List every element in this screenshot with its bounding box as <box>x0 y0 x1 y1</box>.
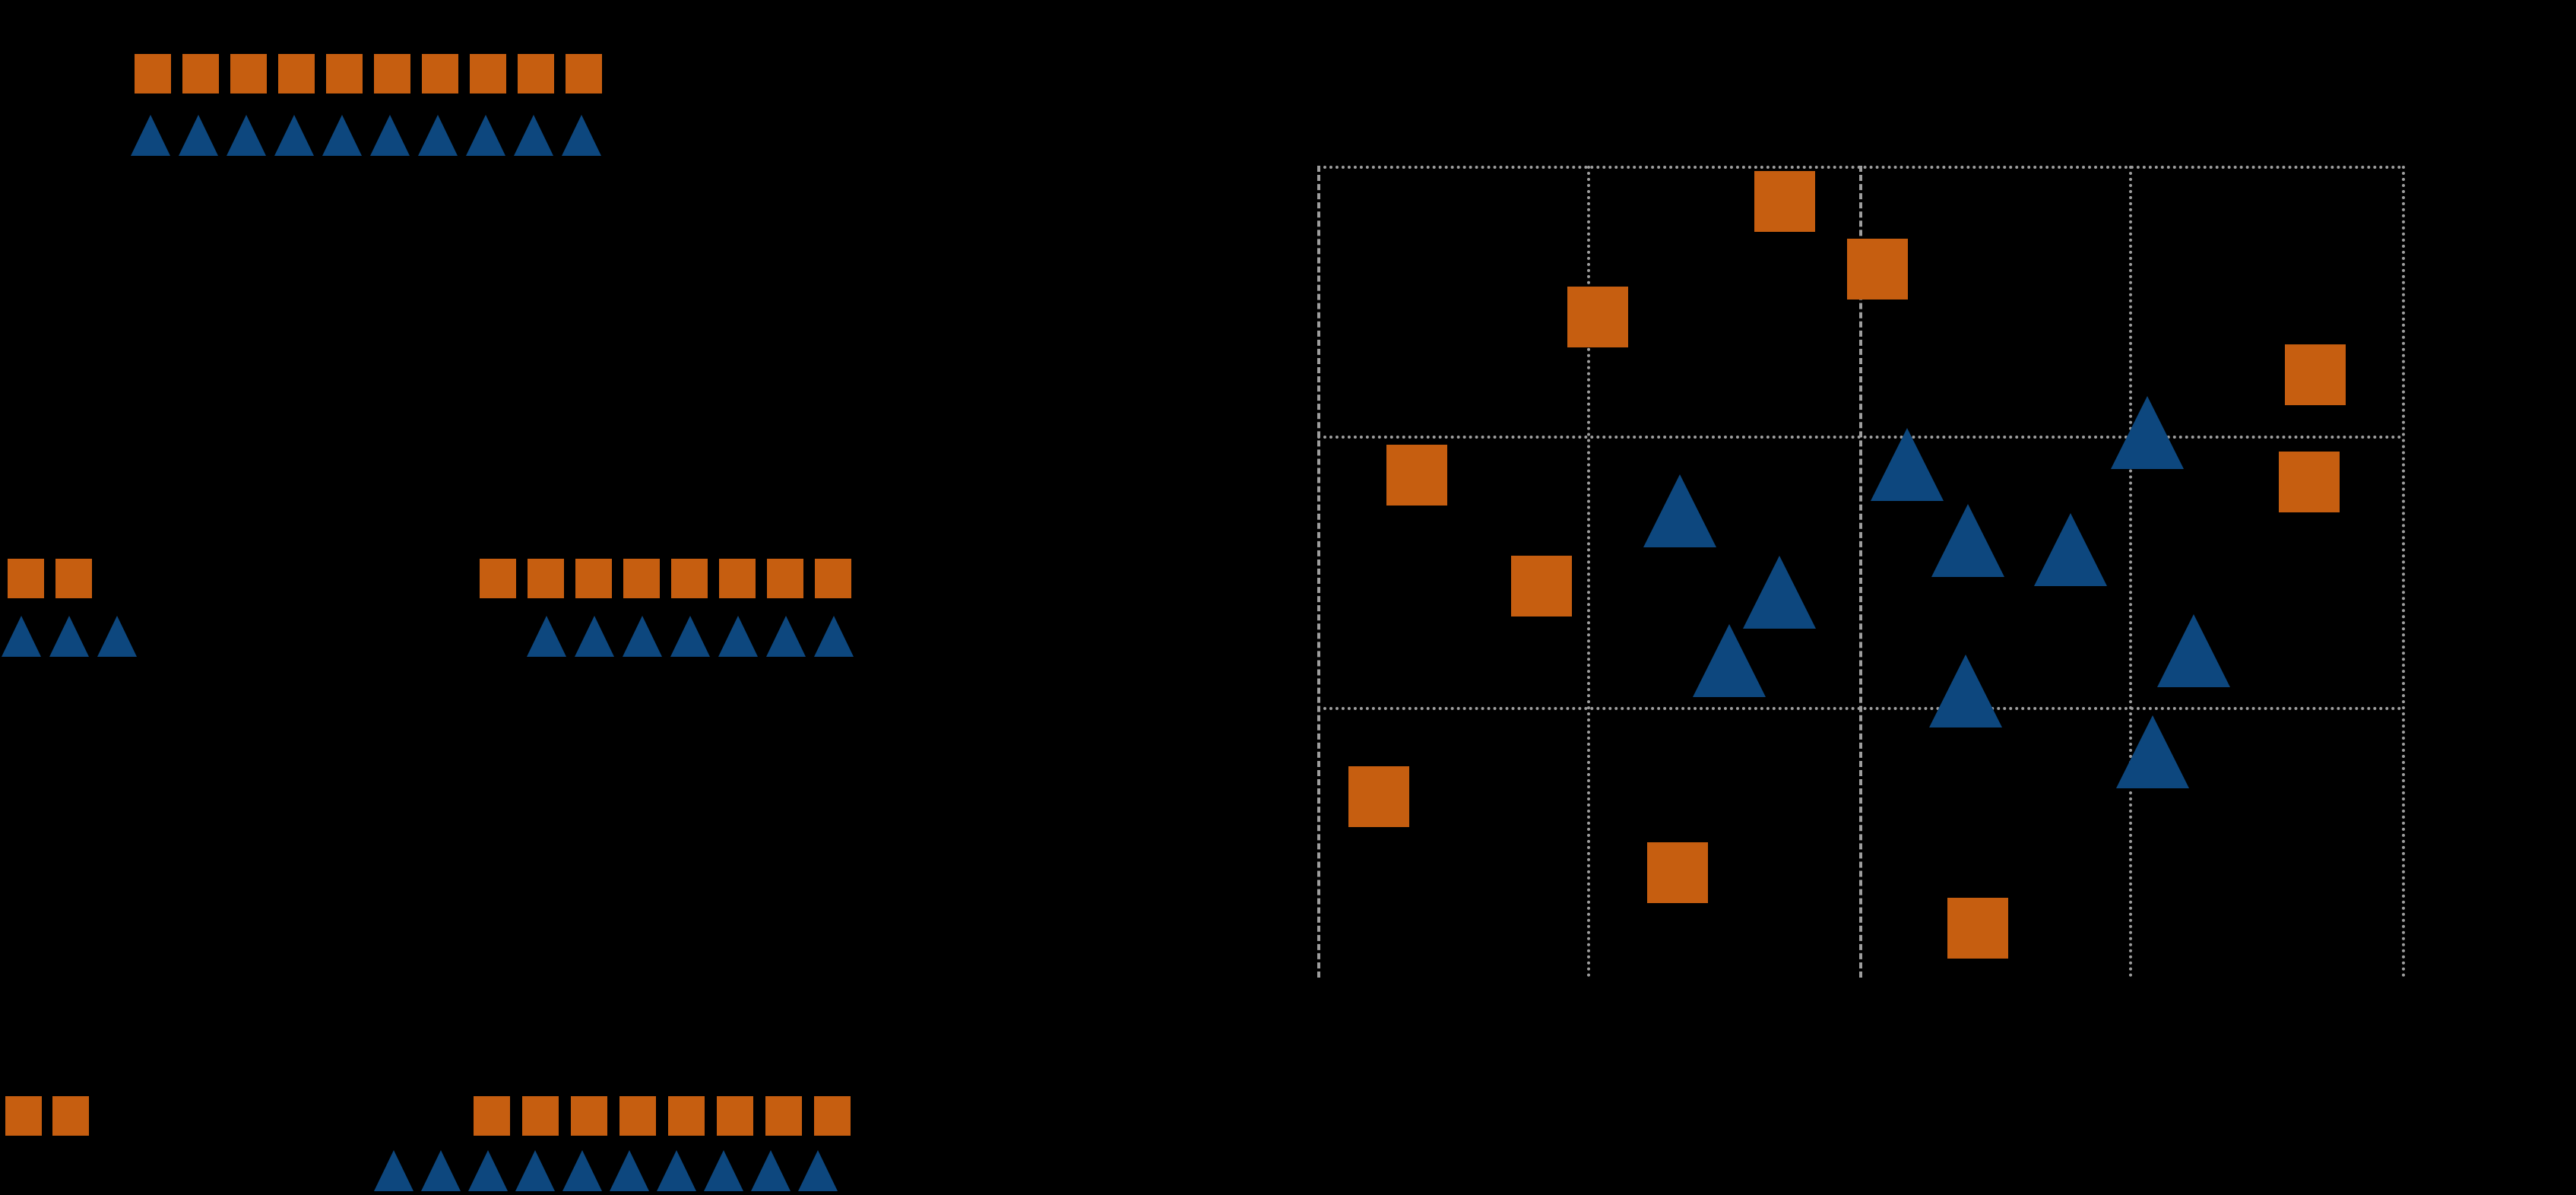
grid-line-vertical <box>2402 166 2405 978</box>
scatter-triangle-marker <box>1643 474 1716 547</box>
tree-root-square-icon <box>518 54 554 94</box>
tree-split1-right-triangle-icon <box>527 616 566 657</box>
tree-split2-right-triangle-icon <box>751 1150 791 1191</box>
tree-split2-right-triangle-icon <box>562 1150 602 1191</box>
scatter-square-marker <box>1754 171 1815 232</box>
tree-root-triangle-icon <box>562 115 601 156</box>
tree-split1-right-triangle-icon <box>814 616 854 657</box>
tree-split1-left-square-icon <box>55 559 92 598</box>
tree-split1-right-square-icon <box>671 559 708 598</box>
tree-root-triangle-icon <box>274 115 314 156</box>
scatter-triangle-marker <box>2111 396 2184 469</box>
tree-split1-left-triangle-icon <box>2 616 41 657</box>
tree-split1-left-triangle-icon <box>97 616 137 657</box>
tree-root-square-icon <box>374 54 410 94</box>
tree-root-square-icon <box>230 54 267 94</box>
tree-split2-right-triangle-icon <box>421 1150 461 1191</box>
scatter-square-marker <box>1567 287 1628 347</box>
scatter-triangle-marker <box>2157 614 2230 687</box>
tree-root-triangle-icon <box>514 115 553 156</box>
tree-split1-right-triangle-icon <box>623 616 662 657</box>
tree-split2-right-square-icon <box>717 1096 753 1136</box>
tree-split1-right-square-icon <box>528 559 564 598</box>
scatter-square-marker <box>1348 766 1409 827</box>
tree-split2-left-square-icon <box>5 1096 42 1136</box>
scatter-square-marker <box>1647 842 1708 903</box>
tree-split1-right-triangle-icon <box>670 616 710 657</box>
tree-split1-left-square-icon <box>8 559 44 598</box>
tree-root-square-icon <box>470 54 506 94</box>
grid-line-vertical <box>1859 166 1862 978</box>
tree-root-triangle-icon <box>322 115 362 156</box>
tree-root-triangle-icon <box>131 115 170 156</box>
tree-split1-right-square-icon <box>480 559 516 598</box>
tree-split2-right-square-icon <box>765 1096 802 1136</box>
scatter-square-marker <box>2279 452 2340 512</box>
tree-split1-right-triangle-icon <box>718 616 758 657</box>
tree-split2-right-square-icon <box>668 1096 705 1136</box>
scatter-triangle-marker <box>1931 504 2004 577</box>
tree-split1-right-square-icon <box>575 559 612 598</box>
grid-line-vertical <box>1587 166 1590 978</box>
scatter-triangle-marker <box>1743 556 1816 629</box>
scatter-square-marker <box>1947 898 2008 959</box>
tree-split2-right-square-icon <box>814 1096 851 1136</box>
tree-split1-right-square-icon <box>767 559 803 598</box>
tree-split2-right-triangle-icon <box>704 1150 743 1191</box>
scatter-square-marker <box>1847 239 1908 300</box>
tree-root-triangle-icon <box>418 115 458 156</box>
tree-split2-right-triangle-icon <box>657 1150 696 1191</box>
tree-split1-right-square-icon <box>815 559 851 598</box>
tree-split1-left-triangle-icon <box>49 616 89 657</box>
scatter-square-marker <box>1386 445 1447 506</box>
tree-root-square-icon <box>566 54 602 94</box>
tree-split2-right-triangle-icon <box>515 1150 555 1191</box>
tree-split2-right-square-icon <box>571 1096 607 1136</box>
tree-root-square-icon <box>135 54 171 94</box>
scatter-square-marker <box>1511 556 1572 617</box>
tree-root-square-icon <box>182 54 219 94</box>
tree-split2-right-square-icon <box>522 1096 559 1136</box>
tree-root-square-icon <box>326 54 363 94</box>
tree-split1-right-square-icon <box>623 559 660 598</box>
tree-split1-right-triangle-icon <box>575 616 614 657</box>
scatter-triangle-marker <box>1929 655 2002 727</box>
tree-split2-right-square-icon <box>619 1096 656 1136</box>
tree-root-square-icon <box>278 54 315 94</box>
tree-split2-right-triangle-icon <box>374 1150 413 1191</box>
tree-split1-right-square-icon <box>719 559 756 598</box>
tree-root-square-icon <box>422 54 458 94</box>
tree-root-triangle-icon <box>179 115 218 156</box>
tree-split2-left-square-icon <box>52 1096 89 1136</box>
grid-line-vertical <box>1317 166 1320 978</box>
tree-root-triangle-icon <box>227 115 266 156</box>
tree-split2-right-square-icon <box>474 1096 510 1136</box>
tree-split2-right-triangle-icon <box>798 1150 838 1191</box>
tree-split2-right-triangle-icon <box>468 1150 508 1191</box>
tree-split2-right-triangle-icon <box>610 1150 649 1191</box>
tree-root-triangle-icon <box>466 115 505 156</box>
grid-line-vertical <box>2129 166 2132 978</box>
tree-root-triangle-icon <box>370 115 410 156</box>
scatter-triangle-marker <box>1693 624 1766 697</box>
scatter-square-marker <box>2285 344 2346 405</box>
tree-split1-right-triangle-icon <box>766 616 806 657</box>
scatter-triangle-marker <box>1871 428 1944 501</box>
scatter-triangle-marker <box>2034 513 2107 586</box>
scatter-triangle-marker <box>2116 715 2189 788</box>
